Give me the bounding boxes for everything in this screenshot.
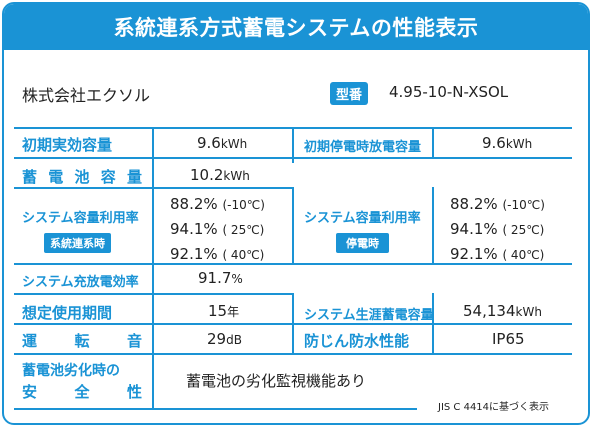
column-divider <box>432 127 434 157</box>
charge-efficiency-value: 91.7% <box>198 269 243 287</box>
label-char: 運 <box>22 332 38 350</box>
row-divider <box>14 263 572 265</box>
label-char: 転 <box>74 332 90 350</box>
outage-badge: 停電時 <box>336 233 389 253</box>
label-char: 量 <box>126 168 142 186</box>
label-char: 音 <box>126 332 142 350</box>
column-divider <box>152 127 154 408</box>
expected-period-label: 想定使用期間 <box>22 304 113 322</box>
maker-name: 株式会社エクソル <box>22 86 151 105</box>
battery-capacity-label: 蓄電池容量 <box>22 166 142 187</box>
noise-label: 運転音 <box>22 330 142 351</box>
usage-rate-outage-line: 94.1% ( 25℃) <box>450 220 545 238</box>
lifetime-capacity-label: システム生涯蓄電容量 <box>304 308 434 323</box>
usage-rate-outage-values: 88.2% (-10℃) 94.1% ( 25℃) 92.1% ( 40℃) <box>450 192 545 267</box>
usage-rate-outage-line: 92.1% ( 40℃) <box>450 245 545 263</box>
page-title: 系統連系方式蓄電システムの性能表示 <box>4 4 588 50</box>
usage-rate-grid-line: 88.2% (-10℃) <box>170 195 265 213</box>
usage-rate-grid-line: 92.1% ( 40℃) <box>170 245 265 263</box>
lifetime-capacity-value: 54,134kWh <box>463 302 542 320</box>
column-divider <box>292 187 294 263</box>
safety-label-line2: 安全性 <box>22 381 142 402</box>
noise-value: 29dB <box>207 330 242 348</box>
label-char: 性 <box>126 383 142 401</box>
protection-value: IP65 <box>492 330 525 348</box>
footnote: JIS C 4414に基づく表示 <box>438 402 550 413</box>
initial-outage-capacity-value: 9.6kWh <box>482 134 533 152</box>
usage-rate-grid-line: 94.1% ( 25℃) <box>170 220 265 238</box>
model-badge: 型番 <box>330 82 369 105</box>
model-number: 4.95-10-N-XSOL <box>389 83 509 101</box>
usage-rate-outage-line: 88.2% (-10℃) <box>450 195 545 213</box>
protection-label: 防じん防水性能 <box>304 332 410 350</box>
row-divider <box>14 353 572 355</box>
charge-efficiency-label: システム充放電効率 <box>22 275 139 290</box>
safety-label-line1: 蓄電池劣化時の <box>22 363 120 379</box>
column-divider <box>292 127 294 163</box>
label-char: 容 <box>100 168 116 186</box>
column-divider <box>432 187 434 263</box>
safety-value: 蓄電池の劣化監視機能あり <box>186 372 367 390</box>
battery-capacity-value: 10.2kWh <box>190 166 250 184</box>
initial-capacity-value: 9.6kWh <box>197 134 248 152</box>
usage-rate-grid-values: 88.2% (-10℃) 94.1% ( 25℃) 92.1% ( 40℃) <box>170 192 265 267</box>
column-divider <box>432 293 434 353</box>
row-divider <box>14 408 417 410</box>
column-divider <box>292 293 294 353</box>
usage-rate-grid-label: システム容量利用率 <box>22 211 139 226</box>
initial-outage-capacity-label: 初期停電時放電容量 <box>304 140 422 155</box>
grid-connected-badge: 系統連系時 <box>44 233 111 253</box>
expected-period-value: 15年 <box>208 302 240 320</box>
usage-rate-outage-label: システム容量利用率 <box>304 211 421 226</box>
label-char: 蓄 <box>22 168 38 186</box>
label-char: 全 <box>74 383 90 401</box>
label-char: 電 <box>48 168 64 186</box>
label-char: 安 <box>22 383 38 401</box>
initial-capacity-label: 初期実効容量 <box>22 136 113 154</box>
label-char: 池 <box>74 168 90 186</box>
